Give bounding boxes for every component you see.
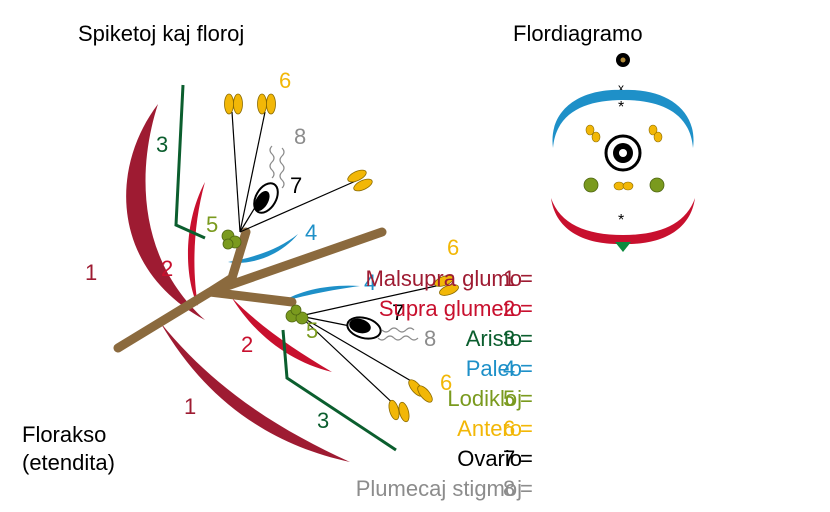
anther xyxy=(439,284,459,296)
label-lower-glume-1: 1 xyxy=(85,260,97,285)
floral-diagram: x * * xyxy=(551,53,695,252)
legend-number: 4 xyxy=(503,356,515,381)
anther xyxy=(353,178,373,192)
label-anther-6c: 6 xyxy=(440,370,452,395)
label-anther-6b: 6 xyxy=(447,235,459,260)
upper-floret-filaments xyxy=(231,111,359,233)
legend-equals: = xyxy=(520,356,533,381)
lower-glume-upper xyxy=(126,104,205,320)
anther xyxy=(224,93,234,115)
anther xyxy=(388,399,400,421)
svg-text:x: x xyxy=(618,81,624,95)
diagram-lemma xyxy=(551,198,695,245)
legend-number: 5 xyxy=(503,386,515,411)
legend-equals: = xyxy=(520,326,533,351)
label-lodicule-5b: 5 xyxy=(306,318,318,343)
diagram-awn xyxy=(615,242,631,252)
legend-equals: = xyxy=(520,446,533,471)
lower-glume-lower xyxy=(160,322,350,462)
upper-glume-upper xyxy=(187,182,205,306)
legend-equals: = xyxy=(520,296,533,321)
label-stigma-8b: 8 xyxy=(424,326,436,351)
legend-label: Supra glumeto xyxy=(379,296,522,321)
legend-label: Aristo xyxy=(466,326,522,351)
label-upper-glume-2b: 2 xyxy=(241,332,253,357)
legend-label: Plumecaj stigmoj xyxy=(356,476,522,501)
anther xyxy=(347,169,367,183)
label-awn-3b: 3 xyxy=(317,408,329,433)
label-ovary-7: 7 xyxy=(290,173,302,198)
legend-number: 2 xyxy=(503,296,515,321)
palea-upper xyxy=(228,234,298,263)
awn-lower xyxy=(281,329,397,452)
legend-equals: = xyxy=(520,416,533,441)
legend-number: 7 xyxy=(503,446,515,471)
anther xyxy=(417,385,433,403)
spikelet-illustration: 1 1 2 2 3 3 4 4 5 5 6 6 6 7 7 8 8 xyxy=(85,68,459,462)
legend-label: Antero xyxy=(457,416,522,441)
awn-upper xyxy=(174,84,206,240)
axis-caption-line1: Florakso xyxy=(22,422,106,447)
anther xyxy=(434,275,454,287)
legend-label: Lodikloj xyxy=(447,386,522,411)
anther xyxy=(398,401,410,423)
anther xyxy=(266,93,276,115)
legend-equals: = xyxy=(520,386,533,411)
rachis-tip xyxy=(299,230,386,264)
anthers xyxy=(224,93,459,423)
label-anther-6: 6 xyxy=(279,68,291,93)
label-palea-4b: 4 xyxy=(364,270,376,295)
label-upper-glume-2: 2 xyxy=(161,256,173,281)
axis-caption-line2: (etendita) xyxy=(22,450,115,475)
floral-diagram-title: Flordiagramo xyxy=(513,21,643,46)
label-palea-4: 4 xyxy=(305,220,317,245)
legend-number: 3 xyxy=(503,326,515,351)
legend-equals: = xyxy=(520,266,533,291)
label-lodicule-5: 5 xyxy=(206,212,218,237)
anther xyxy=(257,93,267,115)
legend-equals: = xyxy=(520,476,533,501)
lodicules xyxy=(221,229,309,325)
diagram-star-bottom: * xyxy=(618,212,624,229)
stigmas xyxy=(269,145,419,341)
diagram-palea xyxy=(552,89,694,148)
legend-number: 6 xyxy=(503,416,515,441)
diagram-star-top: * xyxy=(618,99,624,116)
legend-label: Ovario xyxy=(457,446,522,471)
palea-lower xyxy=(282,285,360,302)
legend-number: 8 xyxy=(503,476,515,501)
label-lower-glume-1b: 1 xyxy=(184,394,196,419)
legend-label: Malsupra glumo xyxy=(365,266,522,291)
label-awn-3: 3 xyxy=(156,132,168,157)
label-ovary-7b: 7 xyxy=(392,300,404,325)
anther xyxy=(233,93,243,115)
ovaries xyxy=(253,182,382,340)
legend-number: 1 xyxy=(503,266,515,291)
legend-label: Paleo xyxy=(466,356,522,381)
label-stigma-8: 8 xyxy=(294,124,306,149)
spikelet-title: Spiketoj kaj floroj xyxy=(78,21,244,46)
rachis xyxy=(113,227,387,353)
